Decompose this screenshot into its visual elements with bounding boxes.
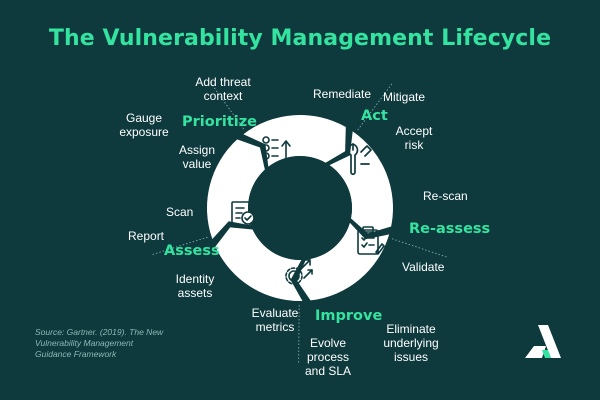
phase-reassess-label: Re-assess: [409, 221, 491, 237]
item-scan: Scan: [166, 205, 194, 219]
phase-assess-label: Assess: [164, 243, 220, 259]
item-validate: Validate: [402, 260, 445, 274]
divider-line: [391, 238, 448, 258]
wrench-icon: [347, 143, 372, 176]
item-rescan: Re-scan: [423, 189, 468, 203]
brand-a-logo-icon: [525, 325, 561, 358]
divider-line: [209, 81, 244, 130]
divider-lines: [152, 81, 448, 363]
ring-segment-assess: [206, 139, 265, 240]
ring-hole: [248, 156, 352, 260]
document-magnifier-icon: [231, 201, 258, 229]
ring-segment-act: [329, 131, 393, 234]
phase-prioritize-label: Prioritize: [182, 114, 258, 130]
clipboard-check-icon: [357, 226, 385, 255]
ring-segments: [206, 115, 393, 302]
divider-line: [298, 304, 300, 363]
divider-line: [357, 83, 393, 131]
item-mitigate: Mitigate: [383, 90, 426, 104]
phase-improve-label: Improve: [315, 308, 383, 324]
item-report: Report: [128, 229, 165, 243]
divider-line: [152, 236, 208, 255]
checklist-arrow-icon: [262, 136, 291, 160]
item-remediate: Remediate: [313, 87, 372, 101]
ring-segment-improve: [215, 227, 303, 302]
phase-act-label: Act: [361, 108, 388, 124]
page-title: The Vulnerability Management Lifecycle: [48, 26, 552, 51]
ring-segment-re-assess: [296, 222, 390, 301]
source-citation: Source: Gartner. (2019). The New Vulnera…: [35, 327, 164, 359]
gear-arrows-icon: [285, 259, 313, 285]
